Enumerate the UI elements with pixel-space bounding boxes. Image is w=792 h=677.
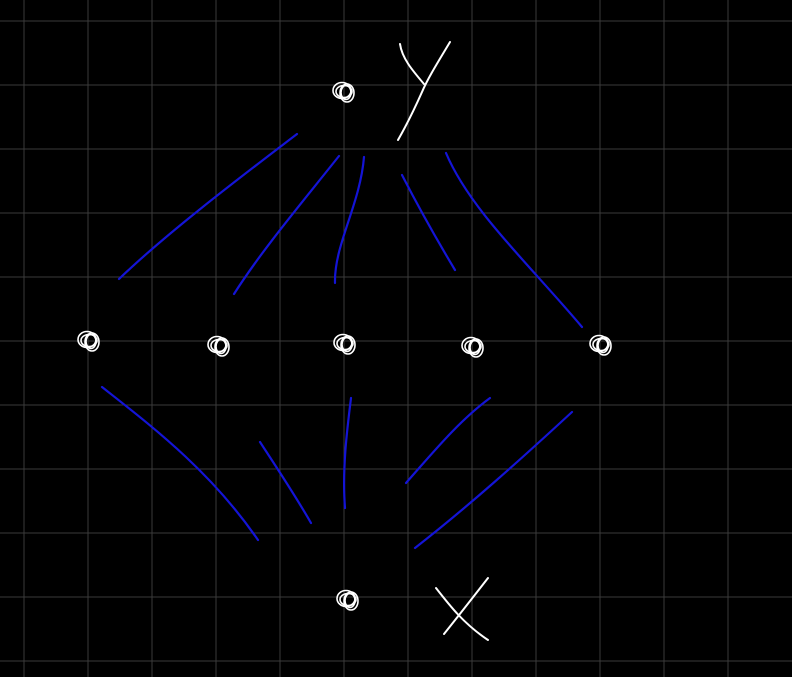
node-label-y [397, 41, 451, 141]
edge-mid-3-to-bottom [343, 396, 353, 510]
node-bottom [336, 589, 359, 611]
edge-top-to-mid-2 [232, 154, 341, 296]
node-mid-4 [461, 336, 484, 358]
edge-top-to-mid-4 [400, 173, 457, 272]
edge-top-to-mid-1 [117, 132, 299, 281]
node-group [77, 81, 612, 611]
edge-mid-4-to-bottom [404, 396, 492, 485]
node-label-x [435, 577, 489, 641]
edge-mid-2-to-bottom [258, 440, 313, 525]
node-mid-3 [333, 333, 356, 355]
node-mid-5 [589, 334, 612, 356]
edge-mid-1-to-bottom [100, 385, 260, 542]
node-mid-1 [77, 330, 100, 352]
node-mid-2 [207, 335, 230, 357]
node-top [332, 81, 355, 103]
edge-mid-5-to-bottom [413, 410, 574, 550]
label-group [397, 41, 489, 641]
edge-top-to-mid-5 [444, 151, 584, 329]
edge-top-to-mid-3 [333, 155, 366, 285]
edge-group [100, 132, 584, 550]
